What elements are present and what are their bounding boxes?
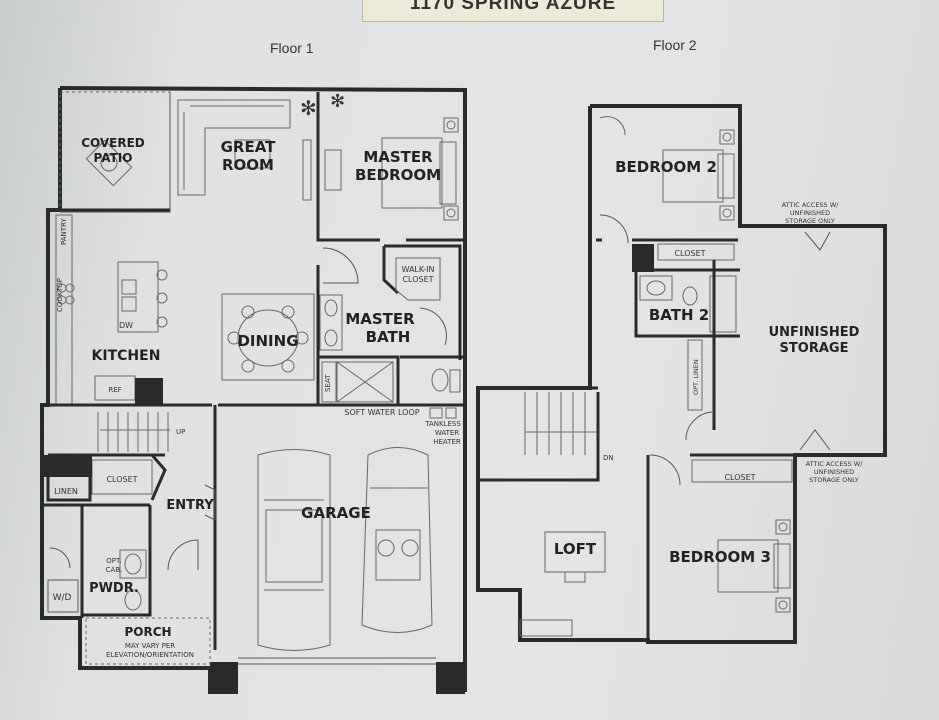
porch-label: PORCH xyxy=(124,625,171,639)
patio-table xyxy=(85,139,133,187)
plant-icon: ✻ xyxy=(300,96,317,120)
stairs-down-note: DN xyxy=(603,454,614,462)
pantry-note: PANTRY xyxy=(60,218,68,245)
bedroom-2-label: BEDROOM 2 xyxy=(615,158,717,176)
powder-room-label: PWDR. xyxy=(89,581,139,596)
water-heater-note-line1: TANKLESS xyxy=(424,420,461,428)
garage-label: GARAGE xyxy=(301,504,371,522)
porch-note-line2: ELEVATION/ORIENTATION xyxy=(106,651,194,659)
floor-1-plan: ✻ ✻ xyxy=(40,86,467,694)
refrigerator-note: REF xyxy=(108,386,121,394)
attic-access-top-line1: ATTIC ACCESS W/ xyxy=(782,201,840,209)
closet-bedroom-3-label: CLOSET xyxy=(724,473,755,482)
walk-in-closet-label-line2: CLOSET xyxy=(402,275,433,284)
attic-access-bottom-line3: STORAGE ONLY xyxy=(809,476,859,484)
closet-label-floor1: CLOSET xyxy=(106,475,137,484)
car-left xyxy=(257,449,331,651)
washer-dryer-label: W/D xyxy=(53,593,72,603)
floor-1-label: Floor 1 xyxy=(270,40,314,56)
opt-cab-note-line2: CAB. xyxy=(106,566,123,574)
walk-in-closet-label-line1: WALK-IN xyxy=(401,265,434,274)
master-bedroom-label-line2: BEDROOM xyxy=(355,166,441,184)
opt-linen-note: OPT. LINEN xyxy=(692,359,700,395)
porch-note-line1: MAY VARY PER xyxy=(125,642,175,650)
floor-2-label: Floor 2 xyxy=(653,37,697,53)
floor-2-plan xyxy=(476,104,887,644)
attic-access-top-line2: UNFINISHED xyxy=(790,209,830,217)
master-bath-label-line1: MASTER xyxy=(345,310,415,328)
water-heater-note-line3: HEATER xyxy=(433,438,461,446)
great-room-label-line2: ROOM xyxy=(222,156,274,174)
water-heater-note-line2: WATER xyxy=(435,429,459,437)
soft-water-loop-note: SOFT WATER LOOP xyxy=(344,408,419,417)
plan-title: 1170 SPRING AZURE xyxy=(362,0,664,22)
great-room-label-line1: GREAT xyxy=(221,138,277,156)
seat-note: SEAT xyxy=(324,374,332,392)
closet-bedroom-2-label: CLOSET xyxy=(674,249,705,258)
linen-label: LINEN xyxy=(54,487,78,496)
stairs-up-note: UP xyxy=(176,428,185,436)
master-bedroom-label-line1: MASTER xyxy=(363,148,433,166)
entry-label: ENTRY xyxy=(166,498,214,513)
cooktop-note: COOKTOP xyxy=(56,278,64,312)
master-bath-label-line2: BATH xyxy=(366,328,411,346)
dining-label: DINING xyxy=(237,332,298,350)
dishwasher-note: DW xyxy=(119,321,133,330)
covered-patio-label-line2: PATIO xyxy=(94,151,133,165)
opt-cab-note-line1: OPT. xyxy=(106,557,121,565)
attic-access-bottom-line2: UNFINISHED xyxy=(814,468,854,476)
kitchen-label: KITCHEN xyxy=(92,348,161,364)
bath-2-label: BATH 2 xyxy=(649,306,709,324)
bedroom-3-label: BEDROOM 3 xyxy=(669,548,771,566)
unfinished-storage-label-line1: UNFINISHED xyxy=(769,325,860,340)
attic-access-bottom-line1: ATTIC ACCESS W/ xyxy=(806,460,864,468)
loft-label: LOFT xyxy=(554,540,597,558)
plant-icon: ✻ xyxy=(330,91,345,112)
covered-patio-label-line1: COVERED xyxy=(81,136,145,150)
attic-access-top-line3: STORAGE ONLY xyxy=(785,217,835,225)
car-right xyxy=(361,447,433,633)
unfinished-storage-label-line2: STORAGE xyxy=(780,341,849,356)
